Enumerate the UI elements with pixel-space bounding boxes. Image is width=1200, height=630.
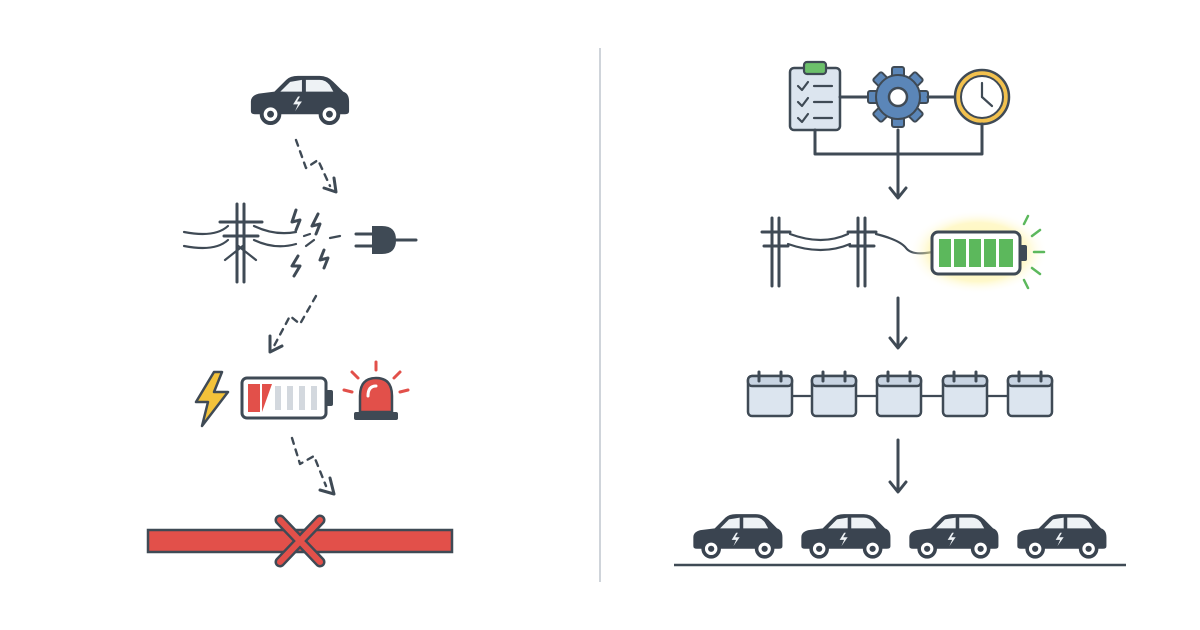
power-lines-icon (760, 216, 934, 288)
broken-grid-connection-icon (182, 202, 418, 284)
blocked-road-icon (146, 514, 454, 568)
calendar-icon (1006, 370, 1054, 418)
broken-arrow-icon (268, 294, 318, 354)
full-battery-icon (908, 210, 1048, 294)
right-panel (674, 60, 1126, 567)
fleet-car-icon (907, 512, 1001, 559)
plug-icon (354, 226, 418, 254)
calendar-icon (810, 370, 858, 418)
fleet-car-icon (691, 512, 785, 559)
alarm-siren-icon (342, 360, 410, 420)
calendar-icon (746, 370, 794, 418)
planning-tools-icon (788, 60, 1011, 200)
broken-arrow-icon (294, 138, 338, 194)
low-battery-alarm-icon (194, 360, 410, 428)
grid-to-full-battery-icon (760, 210, 1048, 350)
car-fleet-icon (674, 512, 1126, 567)
fleet-car-icon (799, 512, 893, 559)
checklist-icon (788, 60, 842, 132)
calendar-schedule-icon (746, 370, 1054, 494)
lightning-bolt-icon (194, 370, 230, 428)
electric-car-icon (251, 76, 349, 123)
left-panel (146, 76, 454, 568)
gear-icon (867, 66, 929, 128)
broken-arrow-icon (290, 436, 336, 496)
spark-icon (290, 208, 342, 278)
clock-icon (953, 68, 1011, 126)
cross-mark-icon (274, 514, 326, 568)
fleet-car-icon (1015, 512, 1109, 559)
low-battery-icon (240, 376, 333, 420)
calendar-icon (941, 370, 989, 418)
calendar-icon (875, 370, 923, 418)
power-pole-icon (182, 202, 298, 284)
